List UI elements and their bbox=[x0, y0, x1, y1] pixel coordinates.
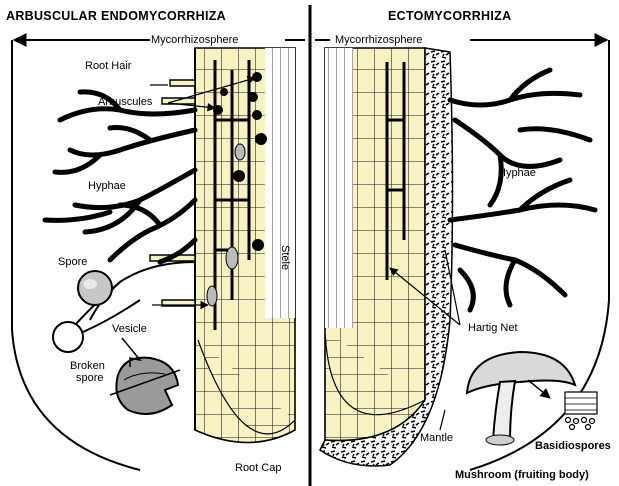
right-panel-title: ECTOMYCORRHIZA bbox=[388, 10, 511, 22]
spore bbox=[78, 271, 112, 305]
label-mushroom: Mushroom (fruiting body) bbox=[455, 469, 589, 481]
mushroom bbox=[467, 352, 575, 445]
basidiospores-cluster bbox=[565, 392, 597, 430]
right-zone-label: Mycorrhizosphere bbox=[334, 34, 423, 46]
empty-spore bbox=[53, 322, 83, 352]
left-external-hyphae bbox=[45, 92, 195, 262]
label-broken-spore-2: spore bbox=[76, 372, 104, 384]
left-panel-title: ARBUSCULAR ENDOMYCORRHIZA bbox=[6, 10, 226, 22]
broken-spore bbox=[110, 358, 180, 414]
label-stele: Stele bbox=[279, 245, 291, 270]
label-hyphae-left: Hyphae bbox=[88, 180, 126, 192]
label-basidiospores: Basidiospores bbox=[535, 440, 611, 452]
label-hartig-net: Hartig Net bbox=[468, 322, 518, 334]
label-root-cap: Root Cap bbox=[235, 462, 281, 474]
right-external-hyphae bbox=[450, 70, 595, 310]
label-mantle: Mantle bbox=[420, 432, 453, 444]
label-spore: Spore bbox=[58, 256, 87, 268]
label-vesicle: Vesicle bbox=[112, 323, 147, 335]
right-root bbox=[325, 48, 425, 441]
label-arbuscules: Arbuscules bbox=[98, 96, 152, 108]
label-root-hair: Root Hair bbox=[85, 60, 131, 72]
label-broken-spore-1: Broken bbox=[70, 360, 105, 372]
label-hyphae-right: Hyphae bbox=[498, 167, 536, 179]
left-zone-label: Mycorrhizosphere bbox=[150, 34, 239, 46]
